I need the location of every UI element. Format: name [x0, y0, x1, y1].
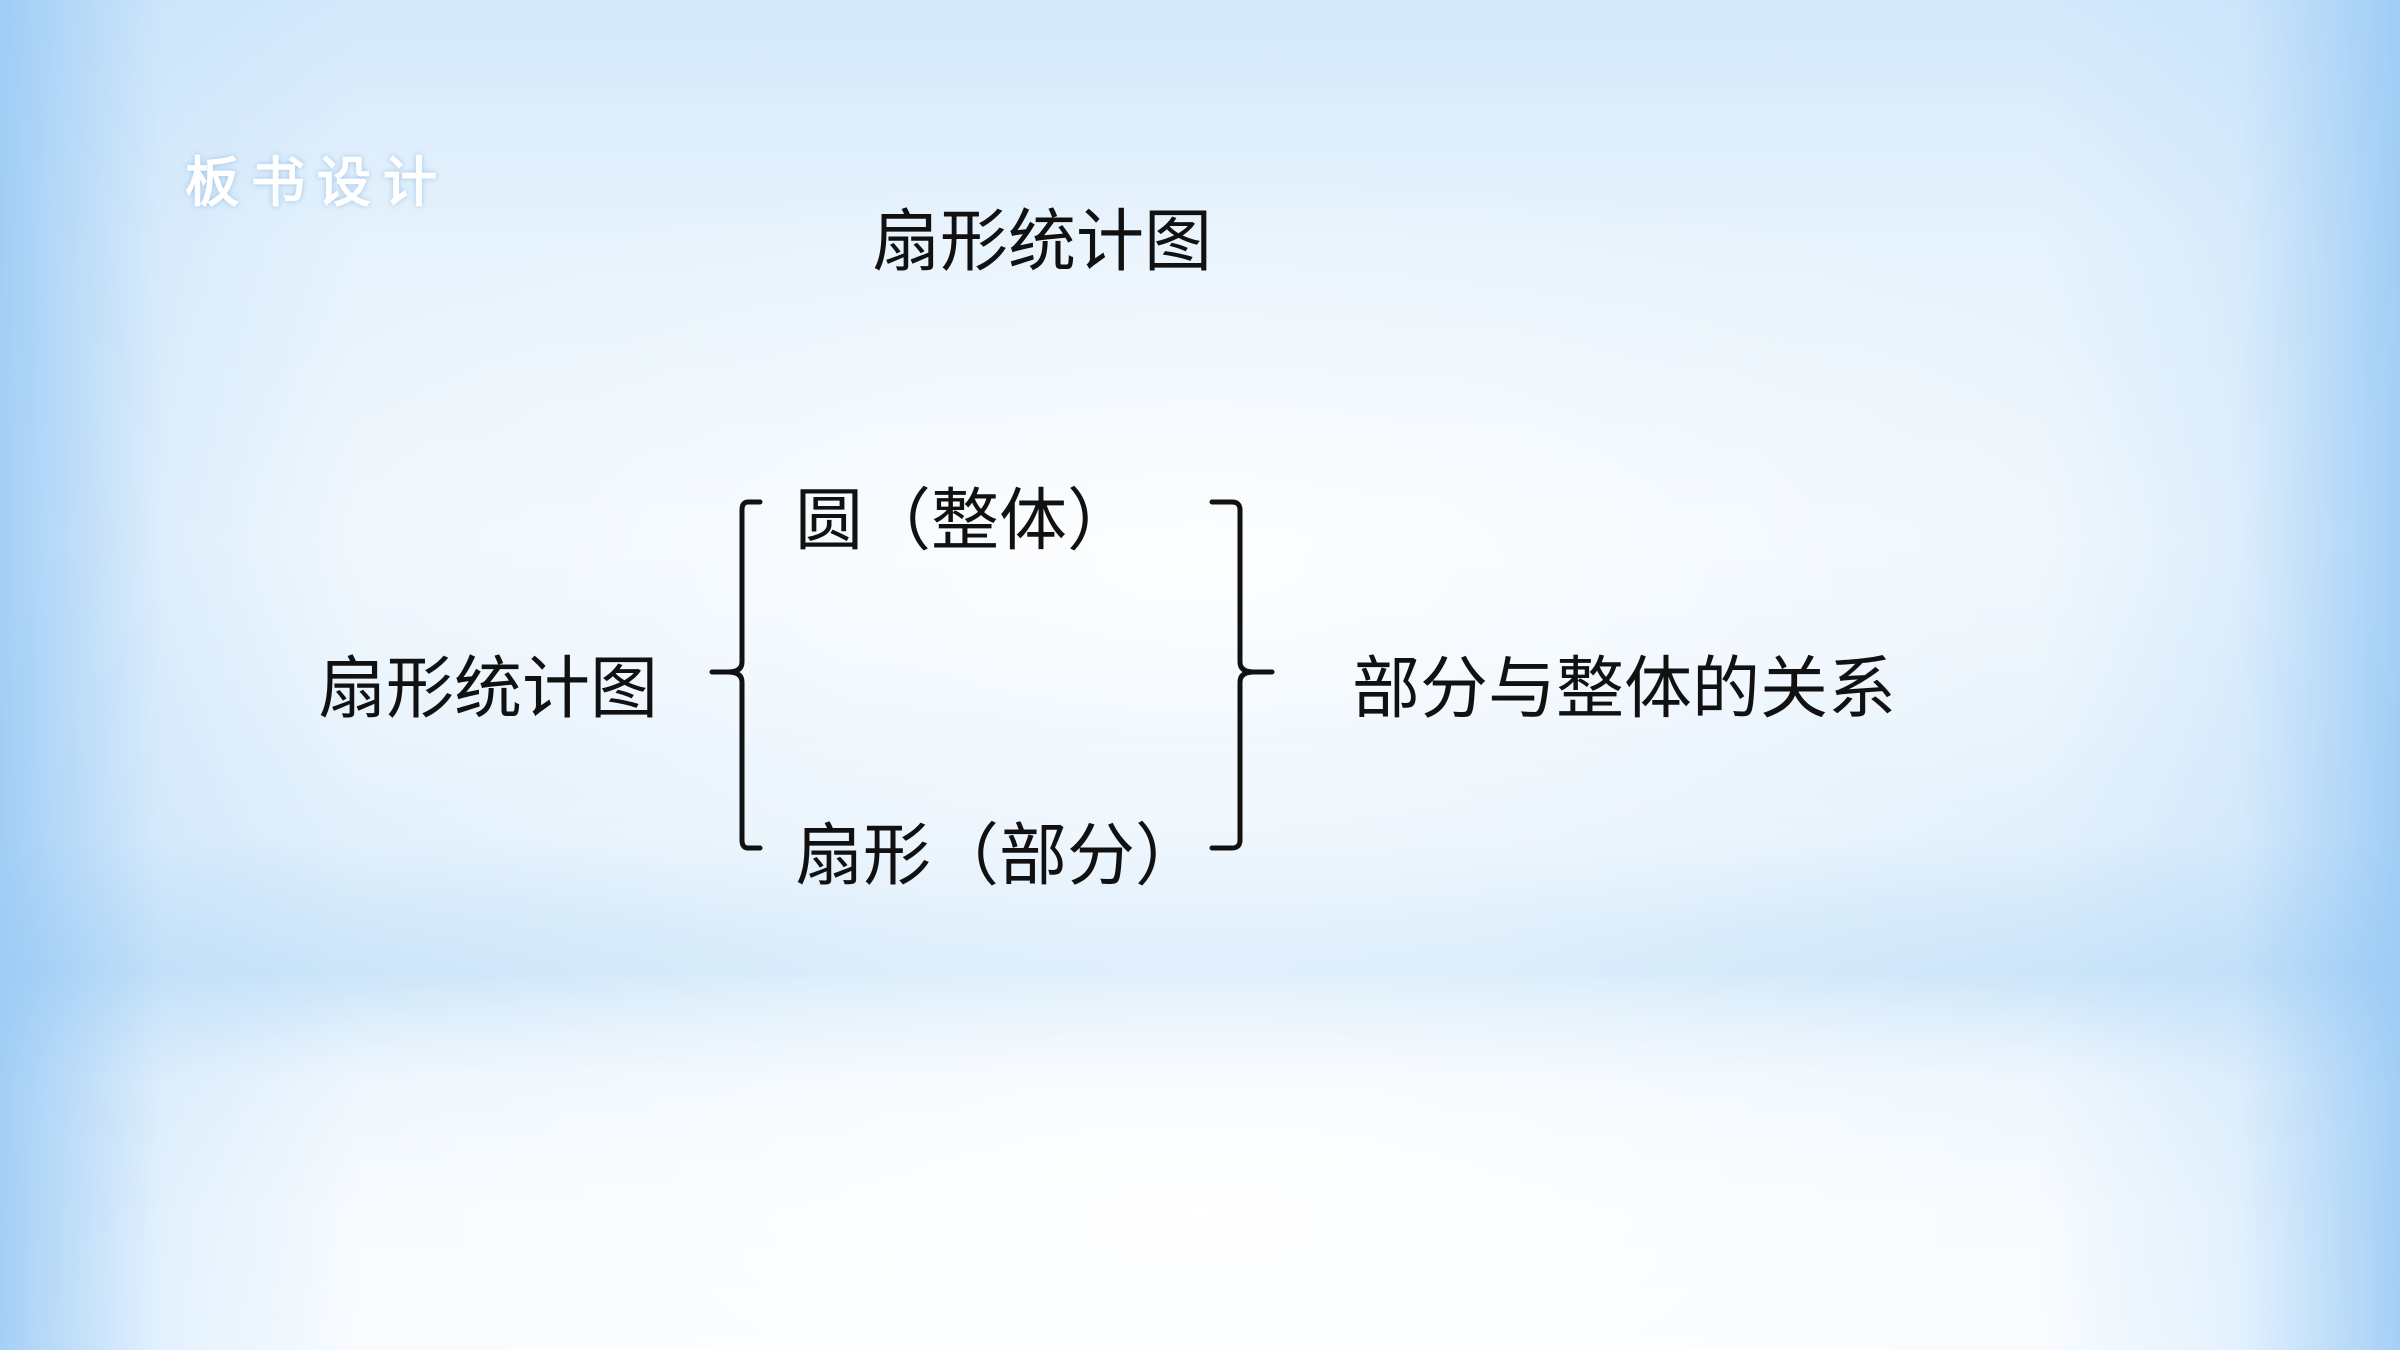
slide-title: 扇形统计图	[872, 203, 1213, 282]
right-brace	[1209, 499, 1275, 851]
diagram-top-term: 圆（整体）	[795, 482, 1136, 561]
background-glow-right	[2040, 0, 2400, 1350]
diagram-left-term: 扇形统计图	[318, 650, 659, 729]
left-brace	[709, 499, 763, 851]
section-label: 板书设计	[185, 151, 449, 214]
diagram-bottom-term: 扇形（部分）	[795, 817, 1204, 896]
diagram-right-term: 部分与整体的关系	[1352, 650, 1897, 729]
